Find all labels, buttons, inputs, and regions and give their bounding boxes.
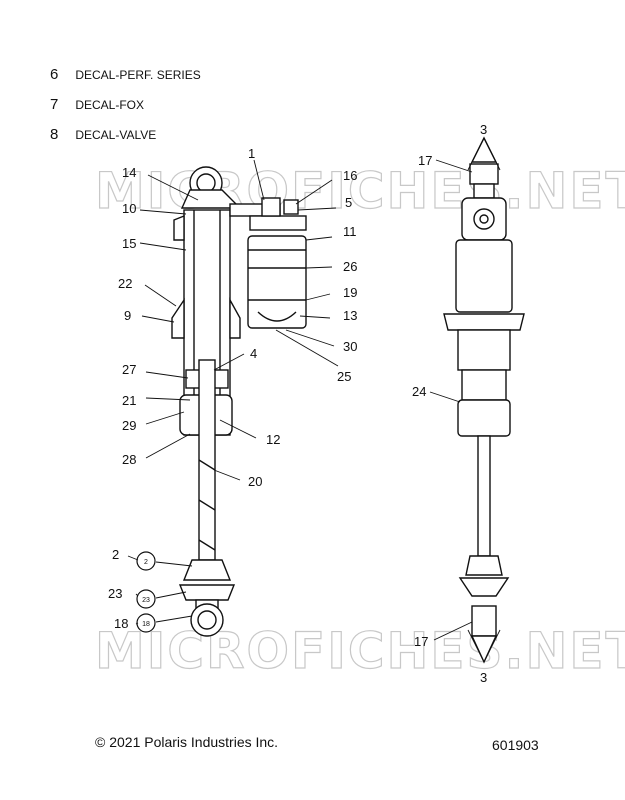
lower-mount-right — [458, 577, 510, 597]
bumper — [182, 559, 232, 581]
callout-21: 21 — [122, 393, 136, 408]
legend-item-7: 7 DECAL-FOX — [50, 96, 144, 113]
legend-number: 7 — [50, 96, 59, 113]
collar-right — [457, 399, 511, 437]
decal-markers — [136, 551, 156, 633]
callout-27: 27 — [122, 362, 136, 377]
legend-item-6: 6 DECAL-PERF. SERIES — [50, 66, 201, 83]
callout-10: 10 — [122, 201, 136, 216]
spring-perch — [171, 297, 185, 339]
callout-24: 24 — [412, 384, 426, 399]
upper-body-right — [455, 239, 513, 313]
copyright-text: © 2021 Polaris Industries Inc. — [95, 734, 279, 750]
top-eyelet-center — [479, 214, 489, 224]
callout-20: 20 — [248, 474, 262, 489]
callout-11: 11 — [343, 224, 357, 239]
lower-seal — [178, 584, 236, 601]
legend-label: DECAL-FOX — [75, 98, 145, 112]
callout-13: 13 — [343, 308, 357, 323]
callout-29: 29 — [122, 418, 136, 433]
decal-label-2: 2 — [144, 559, 148, 566]
bumper-right — [465, 555, 503, 576]
top-cap-decal — [469, 163, 499, 185]
callout-3-top: 3 — [480, 122, 487, 137]
decal-2-marker — [136, 551, 156, 571]
top-neck — [473, 183, 495, 199]
reservoir — [247, 235, 307, 329]
watermark-bottom: MICROFICHES.NET — [95, 622, 625, 680]
leader-lines-right — [429, 137, 501, 663]
reservoir-cap — [249, 215, 307, 231]
shaft — [198, 359, 216, 561]
right-shock-assembly — [443, 136, 525, 664]
callout-16: 16 — [343, 168, 357, 183]
spring-perch-right-shock — [443, 313, 525, 331]
callout-17-bottom: 17 — [414, 634, 428, 649]
callout-4: 4 — [250, 346, 257, 361]
callout-17-top: 17 — [418, 153, 432, 168]
callout-26: 26 — [343, 259, 357, 274]
callout-5: 5 — [345, 195, 352, 210]
shaft-hatch — [198, 459, 216, 551]
valve-body — [261, 197, 281, 217]
callout-15: 15 — [122, 236, 136, 251]
legend-number: 8 — [50, 126, 59, 143]
shaft-right — [477, 435, 491, 557]
callout-14: 14 — [122, 165, 136, 180]
legend-label: DECAL-VALVE — [75, 128, 157, 142]
adjuster-knob — [283, 199, 299, 215]
spring-perch-right — [229, 297, 241, 339]
bottom-eyelet-bushing — [197, 610, 217, 630]
callout-9: 9 — [124, 308, 131, 323]
callout-23: 23 — [108, 586, 122, 601]
callout-12: 12 — [266, 432, 280, 447]
decal-label-18: 18 — [142, 621, 150, 628]
callout-19: 19 — [343, 285, 357, 300]
top-spike — [470, 136, 498, 163]
collar — [173, 214, 185, 241]
callout-3-bottom: 3 — [480, 670, 487, 685]
callout-25: 25 — [337, 369, 351, 384]
callout-30: 30 — [343, 339, 357, 354]
bottom-eyelet-right — [471, 605, 497, 637]
lower-body-right — [461, 369, 507, 401]
mid-body-right — [457, 329, 511, 371]
legend-label: DECAL-PERF. SERIES — [75, 68, 201, 82]
left-shock-assembly — [171, 166, 307, 637]
legend-number: 6 — [50, 66, 59, 83]
watermark-top: MICROFICHES.NET — [95, 162, 625, 220]
callout-28: 28 — [122, 452, 136, 467]
diagram-code: 601903 — [492, 737, 539, 753]
callout-1: 1 — [248, 146, 255, 161]
callout-22: 22 — [118, 276, 132, 291]
leader-lines-left — [127, 159, 339, 625]
reservoir-bottom — [257, 311, 297, 322]
decal-23-marker — [136, 589, 156, 609]
decal-label-23: 23 — [142, 597, 150, 604]
callout-18: 18 — [114, 616, 128, 631]
callout-2: 2 — [112, 547, 119, 562]
legend-item-8: 8 DECAL-VALVE — [50, 126, 156, 143]
